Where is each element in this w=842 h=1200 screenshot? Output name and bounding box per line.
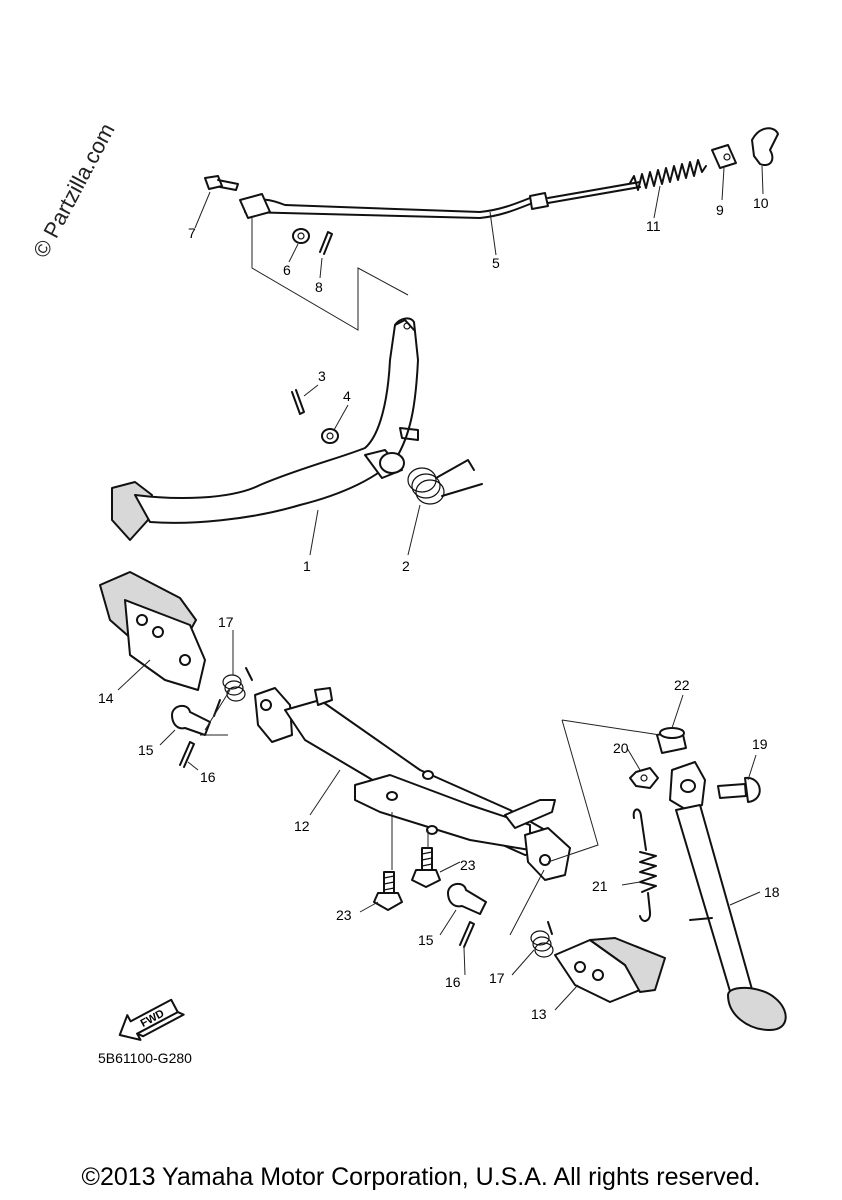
part-16-cotter-right[interactable] xyxy=(459,921,475,948)
part-17-spring-right[interactable] xyxy=(530,921,554,958)
part-14-footrest-left[interactable] xyxy=(99,571,206,691)
part-10-wing-nut[interactable] xyxy=(751,127,779,166)
part-15-pin-right[interactable] xyxy=(447,882,487,915)
callout-10: 10 xyxy=(753,195,769,211)
callout-22: 22 xyxy=(674,677,690,693)
part-3-cotter-pin[interactable] xyxy=(291,389,305,415)
part-5-brake-rod[interactable] xyxy=(239,181,641,219)
part-15-pin-left[interactable] xyxy=(171,704,211,736)
callout-15a: 15 xyxy=(138,742,154,758)
part-2-torsion-spring[interactable] xyxy=(407,459,483,505)
part-23-bolt-b[interactable] xyxy=(411,847,441,888)
callout-2: 2 xyxy=(402,558,410,574)
part-11-spring[interactable] xyxy=(629,159,707,191)
part-7-bolt[interactable] xyxy=(204,175,239,191)
callout-23b: 23 xyxy=(460,857,476,873)
callout-7: 7 xyxy=(188,225,196,241)
part-16-cotter-left[interactable] xyxy=(179,741,195,768)
callout-18: 18 xyxy=(764,884,780,900)
callout-15b: 15 xyxy=(418,932,434,948)
callout-4: 4 xyxy=(343,388,351,404)
part-19-bolt[interactable] xyxy=(717,776,761,803)
diagram-code: 5B61100-G280 xyxy=(98,1050,192,1066)
callout-13: 13 xyxy=(531,1006,547,1022)
callout-19: 19 xyxy=(752,736,768,752)
callout-11: 11 xyxy=(646,218,661,234)
callout-17a: 17 xyxy=(218,614,234,630)
callout-5: 5 xyxy=(492,255,500,271)
callout-14: 14 xyxy=(98,690,114,706)
part-12-footrest-bracket[interactable] xyxy=(254,687,571,881)
part-18-side-stand[interactable] xyxy=(669,761,787,1031)
part-22-collar[interactable] xyxy=(656,727,687,754)
part-4-washer[interactable] xyxy=(321,428,339,444)
callout-8: 8 xyxy=(315,279,323,295)
fwd-arrow-icon: FWD xyxy=(118,998,185,1041)
part-20-nut[interactable] xyxy=(629,767,659,789)
part-23-bolt-a[interactable] xyxy=(373,871,403,911)
part-13-footrest-right[interactable] xyxy=(554,937,666,1003)
part-9-joint[interactable] xyxy=(711,144,737,169)
callout-23a: 23 xyxy=(336,907,352,923)
copyright-notice: ©2013 Yamaha Motor Corporation, U.S.A. A… xyxy=(81,1163,761,1191)
callout-20: 20 xyxy=(613,740,629,756)
callout-9: 9 xyxy=(716,202,724,218)
part-17-spring-left[interactable] xyxy=(213,667,253,717)
callout-17b: 17 xyxy=(489,970,505,986)
callout-1: 1 xyxy=(303,558,311,574)
callout-3: 3 xyxy=(318,368,326,384)
callout-16a: 16 xyxy=(200,769,216,785)
part-1-brake-pedal[interactable] xyxy=(111,317,419,541)
part-6-washer[interactable] xyxy=(292,228,310,244)
callout-16b: 16 xyxy=(445,974,461,990)
callout-12: 12 xyxy=(294,818,310,834)
part-8-cotter-pin[interactable] xyxy=(319,231,333,255)
part-21-spring[interactable] xyxy=(632,808,657,922)
callout-21: 21 xyxy=(592,878,608,894)
callout-6: 6 xyxy=(283,262,291,278)
